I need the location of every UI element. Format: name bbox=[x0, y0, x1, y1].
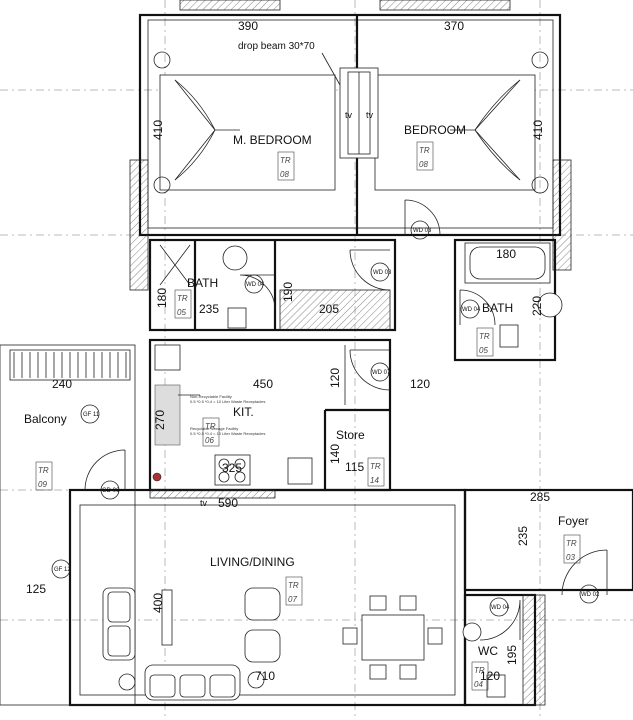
tag-code: TR bbox=[566, 539, 577, 548]
balcony-slats bbox=[13, 352, 127, 378]
kitchen-fixtures bbox=[152, 344, 313, 486]
tag-number: 05 bbox=[177, 308, 186, 317]
door-tags: WD 03 WD 03 WD 04 WD 04 WD 07 WD 04 WD 0… bbox=[51, 220, 600, 617]
tag-code: TR bbox=[419, 146, 430, 155]
room-balcony: Balcony bbox=[24, 412, 67, 426]
tag-number: 08 bbox=[280, 170, 289, 179]
tv-unit bbox=[339, 67, 379, 159]
bedroom-bed bbox=[374, 51, 549, 194]
dim-label: 370 bbox=[444, 19, 464, 33]
dim-label: 180 bbox=[155, 288, 169, 308]
tag-code: TR bbox=[370, 462, 381, 471]
door-tag: GF 12 bbox=[54, 567, 71, 573]
dim-label: 205 bbox=[319, 302, 339, 316]
tag-code: TR bbox=[479, 332, 490, 341]
tag-number: 03 bbox=[566, 553, 575, 562]
door-tag: WD 04 bbox=[491, 605, 510, 611]
waste-note: Non-Recyclable Facility bbox=[190, 394, 232, 399]
dim-label: 240 bbox=[52, 377, 72, 391]
door-tag: WD 04 bbox=[462, 307, 481, 313]
door-tag: GD 06 bbox=[102, 488, 120, 494]
room-bath-2: BATH bbox=[482, 301, 513, 315]
tag-code: TR bbox=[280, 156, 291, 165]
dim-label: 125 bbox=[26, 582, 46, 596]
dim-label: 450 bbox=[253, 377, 273, 391]
tv-label: tv bbox=[366, 110, 374, 120]
room-foyer: Foyer bbox=[558, 514, 589, 528]
dim-label: 120 bbox=[480, 669, 500, 683]
dim-label: 220 bbox=[530, 296, 544, 316]
tag-number: 05 bbox=[479, 346, 488, 355]
dim-label: 140 bbox=[328, 444, 342, 464]
tag-code: TR bbox=[474, 666, 485, 675]
dim-label: 710 bbox=[255, 669, 275, 683]
dim-label: 180 bbox=[496, 247, 516, 261]
door-swings bbox=[84, 199, 608, 641]
dim-label: 235 bbox=[516, 526, 530, 546]
dim-label: 410 bbox=[531, 120, 545, 140]
tv-label: tv bbox=[200, 498, 208, 508]
dim-label: 590 bbox=[218, 496, 238, 510]
door-tag: WD 07 bbox=[372, 370, 391, 376]
room-tags: TR 08 TR 08 TR 05 TR 05 TR 06 TR 14 TR 0… bbox=[35, 141, 581, 691]
dim-label: 325 bbox=[222, 461, 242, 475]
dim-label: 120 bbox=[328, 368, 342, 388]
tag-number: 09 bbox=[38, 480, 47, 489]
dim-label: 235 bbox=[199, 302, 219, 316]
drop-beam-note: drop beam 30*70 bbox=[238, 41, 315, 52]
dim-label: 410 bbox=[151, 120, 165, 140]
room-living-dining: LIVING/DINING bbox=[210, 555, 295, 569]
wc-fixtures bbox=[462, 622, 506, 698]
door-tag: WD 03 bbox=[373, 270, 392, 276]
door-tag: WD 04 bbox=[246, 282, 265, 288]
tv-label: tv bbox=[345, 110, 353, 120]
room-store: Store bbox=[336, 428, 365, 442]
tag-code: TR bbox=[38, 466, 49, 475]
dim-label: 285 bbox=[530, 490, 550, 504]
dim-label: 195 bbox=[505, 645, 519, 665]
tag-number: 07 bbox=[288, 595, 297, 604]
dim-label: 400 bbox=[151, 593, 165, 613]
room-wc: WC bbox=[478, 644, 498, 658]
room-bedroom: BEDROOM bbox=[404, 123, 466, 137]
master-bed bbox=[153, 51, 336, 194]
room-bath-1: BATH bbox=[187, 276, 218, 290]
tag-code: TR bbox=[288, 581, 299, 590]
waste-note: 0.5 *0.5 *0.4 = 10 Liter Waste Receptacl… bbox=[190, 399, 265, 404]
tag-number: 08 bbox=[419, 160, 428, 169]
dim-label: 390 bbox=[238, 19, 258, 33]
tag-number: 06 bbox=[205, 436, 214, 445]
room-master-bedroom: M. BEDROOM bbox=[233, 133, 312, 147]
door-tag: GF 11 bbox=[83, 412, 100, 418]
dim-label: 115 bbox=[345, 460, 364, 474]
tag-number: 04 bbox=[474, 680, 483, 689]
tag-code: TR bbox=[205, 422, 216, 431]
door-tag: WD 03 bbox=[413, 228, 432, 234]
door-tag: WD 02 bbox=[581, 592, 600, 598]
tag-code: TR bbox=[177, 294, 188, 303]
waste-note: Recyclable Storage Facility bbox=[190, 426, 238, 431]
dim-label: 270 bbox=[153, 410, 167, 430]
waste-note: 0.5 *0.5 *0.4 = 10 Liter Waste Receptacl… bbox=[190, 431, 265, 436]
annotations: drop beam 30*70 tv tv tv Non-Recyclable … bbox=[190, 41, 374, 508]
dim-label: 190 bbox=[281, 282, 295, 302]
bath-fixtures bbox=[159, 242, 563, 348]
room-kitchen: KIT. bbox=[233, 405, 254, 419]
dim-label: 120 bbox=[410, 377, 430, 391]
dimensions: 390 370 410 410 180 235 190 205 180 220 … bbox=[26, 19, 550, 683]
living-furniture bbox=[102, 587, 443, 701]
tag-number: 14 bbox=[370, 476, 379, 485]
